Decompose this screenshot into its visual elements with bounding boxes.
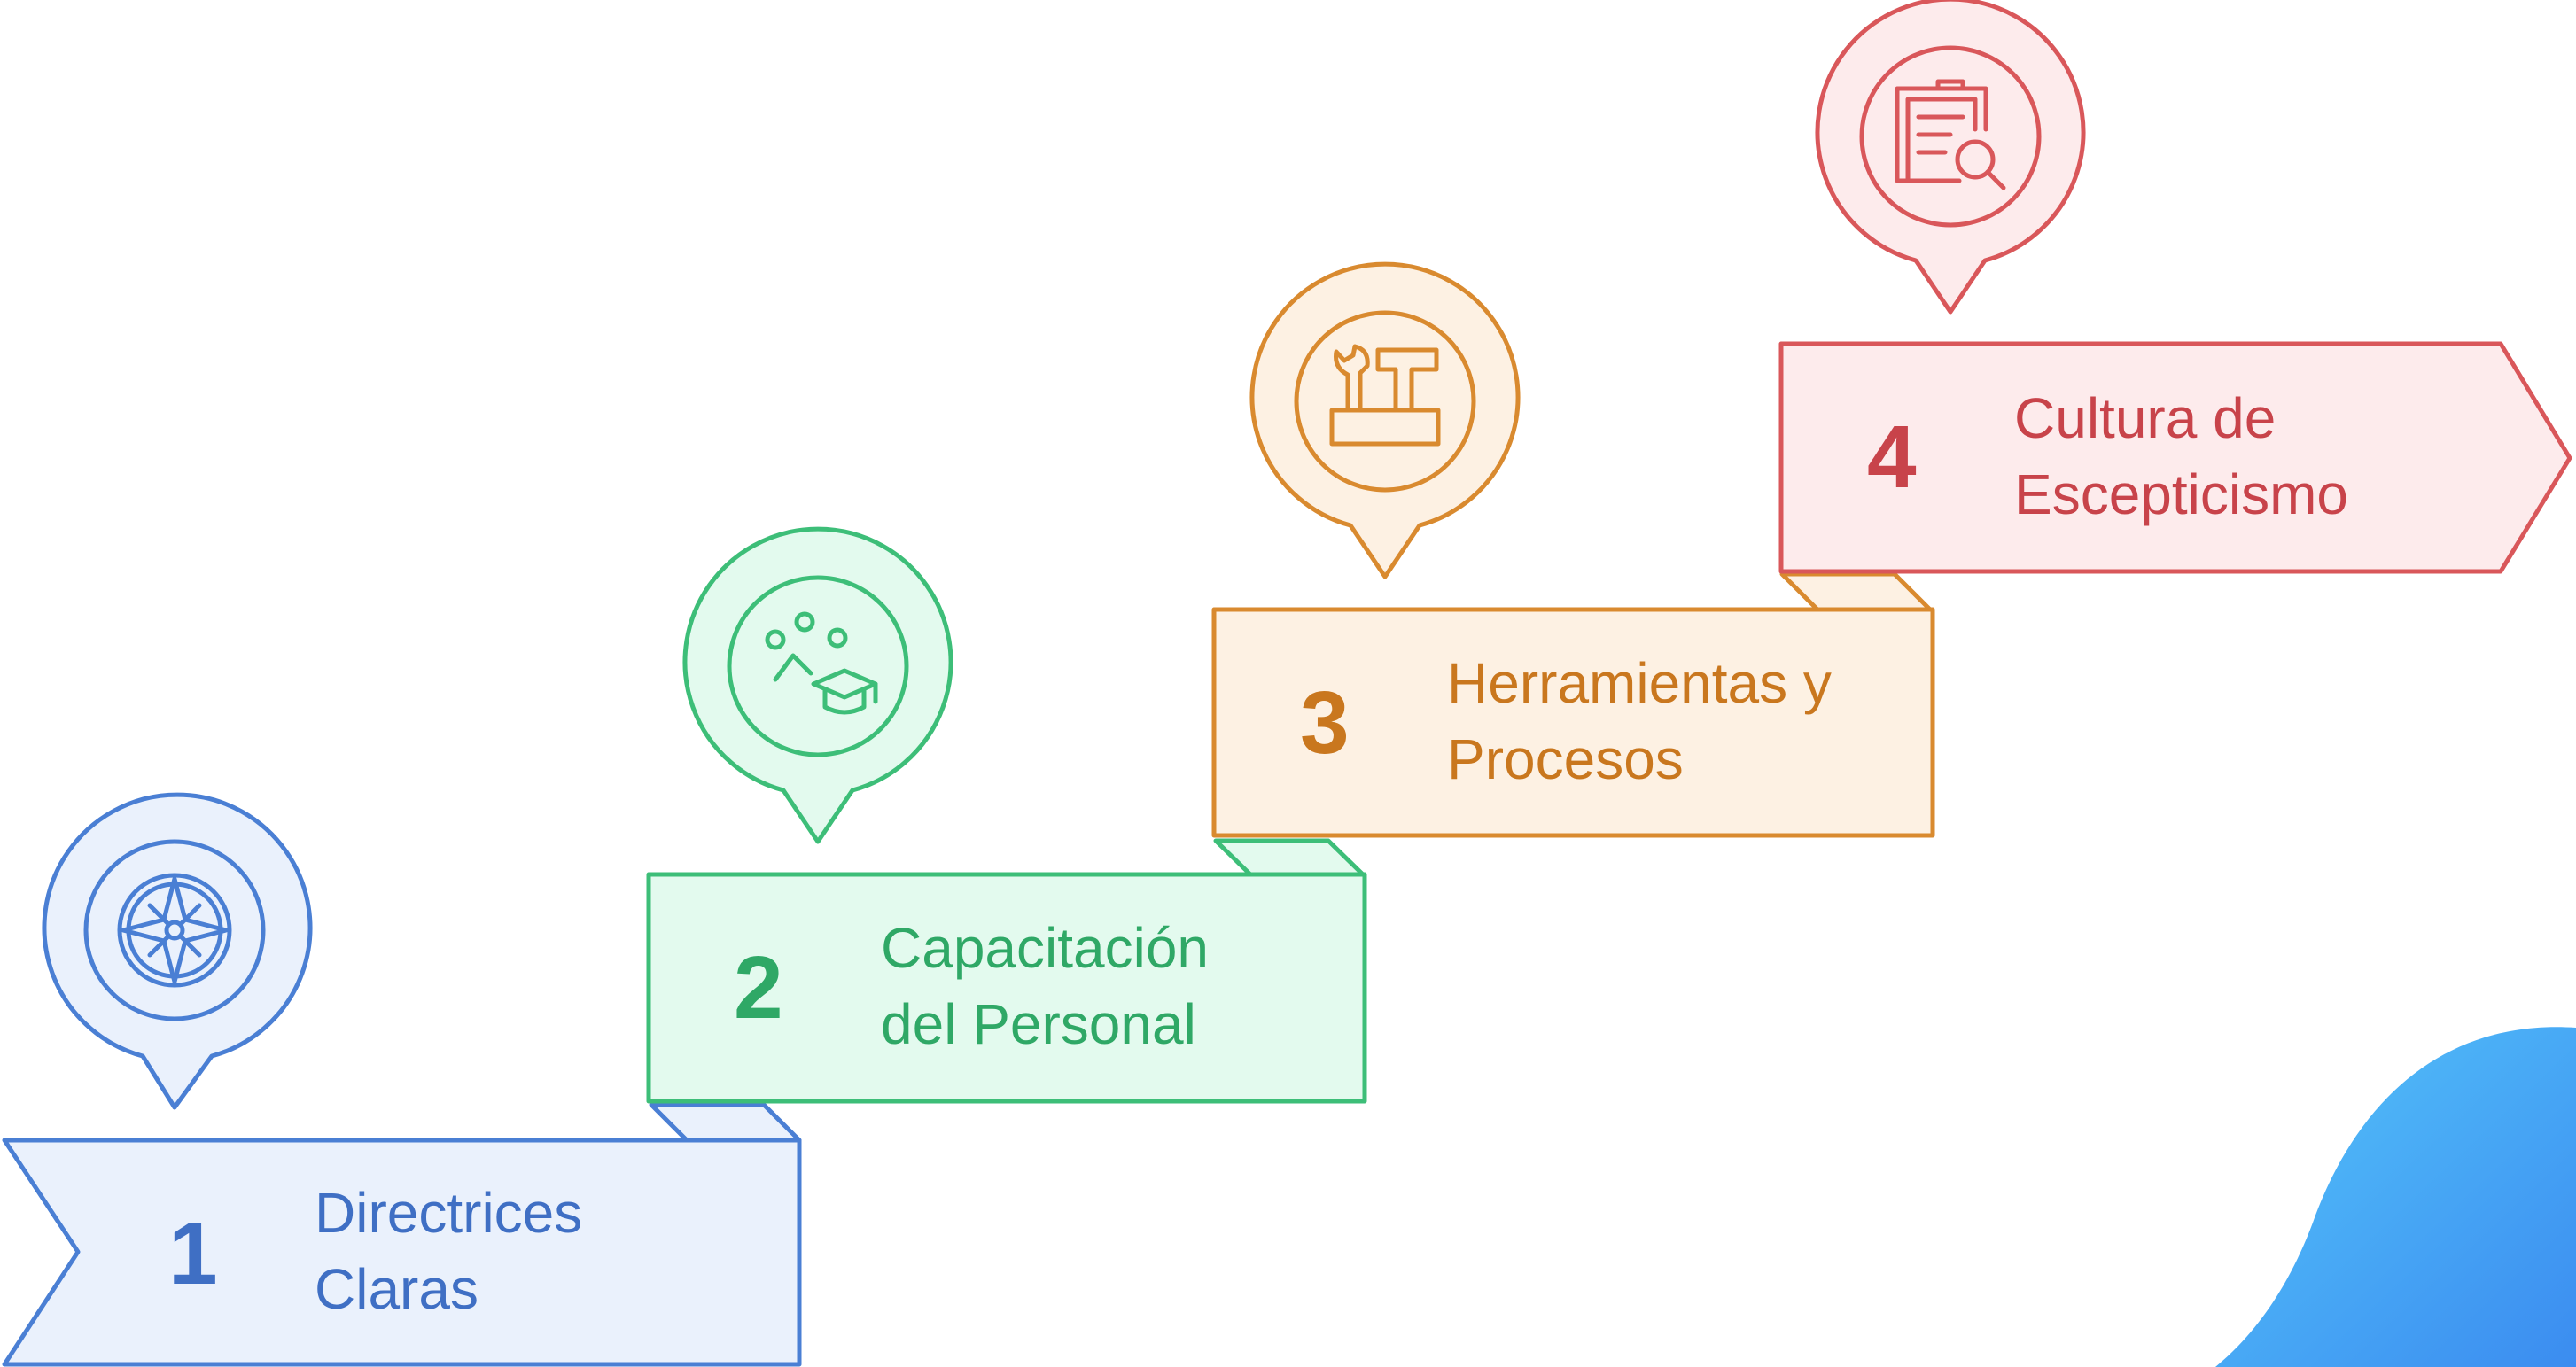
- decorative-blob: [2215, 1027, 2576, 1367]
- step-4-banner: [1778, 341, 2572, 574]
- step-1: [2, 792, 802, 1367]
- step-1-number: 1: [168, 1204, 218, 1303]
- step-3: [1211, 261, 1935, 838]
- step-4-label-line1: Cultura de: [2014, 386, 2276, 450]
- compass-icon: [117, 873, 232, 988]
- step-2-label-line2: del Personal: [881, 992, 1196, 1056]
- step-1-label: Directrices Claras: [315, 1175, 582, 1327]
- step-3-label: Herramientas y Procesos: [1447, 645, 1832, 797]
- step-1-banner: [2, 1138, 802, 1367]
- step-3-label-line1: Herramientas y: [1447, 651, 1832, 715]
- step-3-number: 3: [1300, 673, 1350, 773]
- step-1-icon-ring: [83, 839, 266, 1021]
- step-2-label-line1: Capacitación: [881, 916, 1209, 980]
- step-4-label: Cultura de Escepticismo: [2014, 380, 2348, 532]
- step-4-label-line2: Escepticismo: [2014, 462, 2348, 526]
- step-4: [1778, 0, 2572, 574]
- clipboard-search-icon: [1895, 79, 2006, 190]
- step-1-label-line1: Directrices: [315, 1181, 583, 1245]
- step-1-label-line2: Claras: [315, 1257, 479, 1321]
- step-2-banner: [646, 872, 1367, 1104]
- step-2-label: Capacitación del Personal: [881, 910, 1209, 1062]
- step-4-number: 4: [1867, 408, 1917, 507]
- tools-icon: [1329, 344, 1441, 447]
- graduation-cap-icon: [765, 611, 878, 715]
- step-2-number: 2: [734, 938, 783, 1037]
- step-2-icon-ring: [727, 575, 909, 757]
- step-3-banner: [1211, 607, 1935, 838]
- step-2: [646, 526, 1367, 1104]
- step-3-label-line2: Procesos: [1447, 727, 1684, 791]
